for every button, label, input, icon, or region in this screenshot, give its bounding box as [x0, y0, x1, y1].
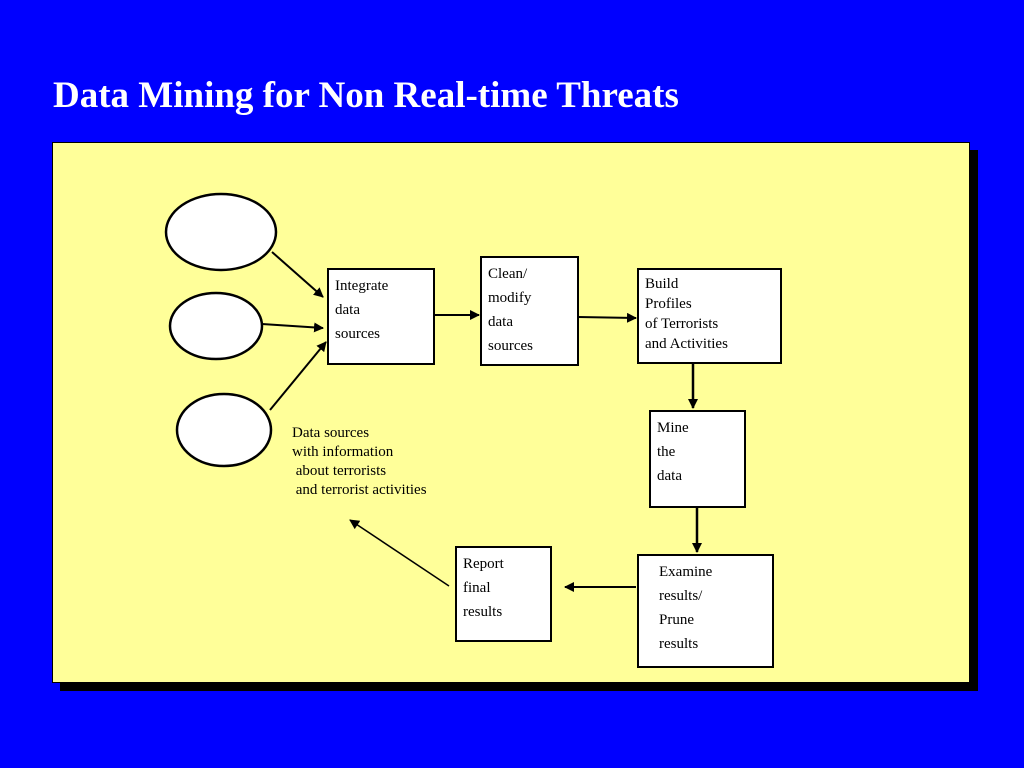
text-line: Data sources: [292, 425, 370, 441]
text-line: results: [659, 636, 699, 652]
text-line: Clean/: [488, 266, 528, 282]
arrow-source2-to-integrate: [261, 322, 324, 333]
text-line: sources: [335, 326, 380, 342]
text-line: Examine: [659, 564, 713, 580]
text-line: modify: [488, 290, 532, 306]
text-line: Prune: [659, 612, 694, 628]
text-line: Report: [463, 556, 504, 572]
text-line: sources: [488, 338, 533, 354]
mine-node: Mine the data: [649, 410, 746, 508]
arrow-source1-to-integrate: [271, 251, 324, 298]
data-sources-label: Data sources with information about terro…: [292, 424, 427, 500]
text-line: with information: [292, 444, 394, 460]
examine-node: Examine results/Prune results: [637, 554, 774, 668]
data-source-ellipse-3: [175, 392, 273, 468]
arrow-clean-to-build: [577, 312, 637, 323]
text-line: data: [335, 302, 360, 318]
arrow-report-to-sources: [349, 519, 450, 587]
text-line: results/: [659, 588, 703, 604]
arrow-source3-to-integrate: [269, 341, 327, 411]
text-line: about terrorists: [292, 463, 387, 479]
text-line: Integrate: [335, 278, 389, 294]
text-line: data: [657, 468, 682, 484]
text-line: and terrorist activities: [292, 482, 427, 498]
slide-title: Data Mining for Non Real-time Threats: [53, 75, 679, 116]
text-line: Build: [645, 276, 679, 292]
text-line: results: [463, 604, 503, 620]
text-line: data: [488, 314, 513, 330]
integrate-node: Integrate data sources: [327, 268, 435, 365]
text-line: final: [463, 580, 491, 596]
text-line: Mine: [657, 420, 689, 436]
clean-node: Clean/modify data sources: [480, 256, 579, 366]
data-source-ellipse-1: [164, 192, 278, 272]
report-node: Report final results: [455, 546, 552, 642]
text-line: the: [657, 444, 676, 460]
data-source-ellipse-2: [168, 291, 264, 361]
text-line: Profiles: [645, 296, 692, 312]
text-line: and Activities: [645, 336, 728, 352]
text-line: of Terrorists: [645, 316, 719, 332]
